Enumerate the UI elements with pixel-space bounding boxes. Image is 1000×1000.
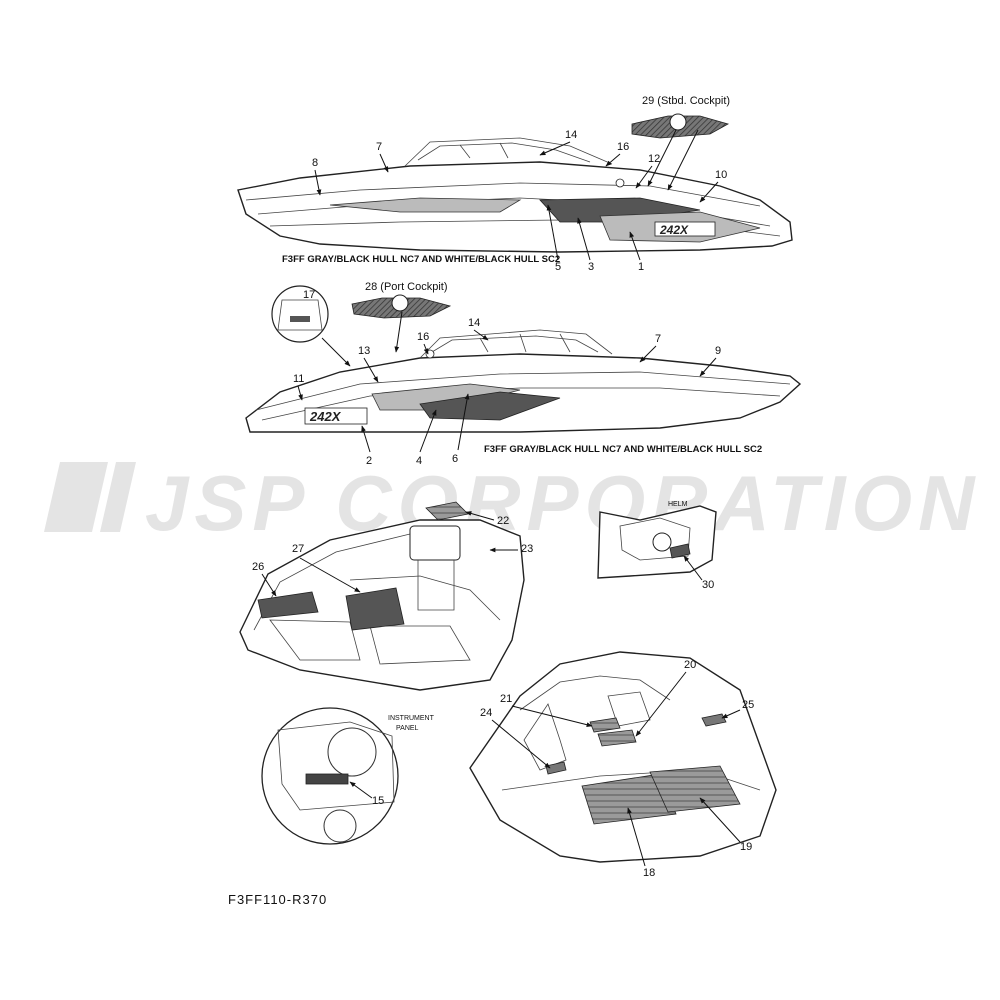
callout-8: 8 <box>312 157 318 169</box>
helm-view: HELM 30 <box>597 501 717 591</box>
stern-decal-20 <box>597 729 637 747</box>
callout-18: 18 <box>643 867 655 879</box>
callout-21: 21 <box>500 693 512 705</box>
callout-24: 24 <box>480 707 492 719</box>
instrument-panel-view: INSTRUMENT PANEL 15 <box>261 707 435 845</box>
callout-3: 3 <box>588 261 594 273</box>
starboard-caption: F3FF GRAY/BLACK HULL NC7 AND WHITE/BLACK… <box>282 254 560 265</box>
starboard-hull-view: 242X <box>237 113 793 253</box>
callout-20: 20 <box>684 659 696 671</box>
callout-26: 26 <box>252 561 264 573</box>
callout-15: 15 <box>372 795 384 807</box>
callout-14: 14 <box>565 129 577 141</box>
stern-callouts: 20 21 24 25 18 19 <box>480 659 754 879</box>
callout-16: 16 <box>617 141 629 153</box>
instrument-badge-15 <box>305 773 349 785</box>
callout-17: 17 <box>303 289 315 301</box>
callout-16: 16 <box>417 331 429 343</box>
callout-11: 11 <box>293 373 304 385</box>
callout-30: 30 <box>702 579 714 591</box>
bow-decal-27 <box>345 587 405 631</box>
callout-10: 10 <box>715 169 727 181</box>
callout-27: 27 <box>292 543 304 555</box>
callout-9: 9 <box>715 345 721 357</box>
callout-4: 4 <box>416 455 422 467</box>
port-model-badge: 242X <box>309 409 342 424</box>
stern-mat-19 <box>649 765 741 813</box>
callout-23: 23 <box>521 543 533 555</box>
callout-19: 19 <box>740 841 752 853</box>
bow-decal-26 <box>257 591 319 619</box>
callout-29: 29 (Stbd. Cockpit) <box>642 95 730 107</box>
bow-callouts: 22 23 27 26 <box>252 511 533 597</box>
stern-decal-21 <box>589 717 621 733</box>
callout-22: 22 <box>497 515 509 527</box>
port-hull-view: 242X <box>245 285 802 433</box>
starboard-model-badge: 242X <box>659 223 689 237</box>
stern-mat-18 <box>581 773 677 825</box>
stern-view <box>469 651 777 863</box>
callout-25: 25 <box>742 699 754 711</box>
callout-14: 14 <box>468 317 480 329</box>
callout-1: 1 <box>638 261 644 273</box>
instrument-label-2: PANEL <box>396 725 419 732</box>
watermark-text: JSP CORPORATION <box>145 459 980 547</box>
callout-6: 6 <box>452 453 458 465</box>
callout-12: 12 <box>648 153 660 165</box>
bow-view <box>239 501 525 691</box>
instrument-label-1: INSTRUMENT <box>388 715 435 722</box>
port-callouts: 28 (Port Cockpit) 17 16 14 7 9 13 11 2 4… <box>293 281 762 467</box>
callout-28: 28 (Port Cockpit) <box>365 281 448 293</box>
watermark: JSP CORPORATION <box>44 459 980 547</box>
helm-label: HELM <box>668 501 688 508</box>
callout-2: 2 <box>366 455 372 467</box>
helm-decal-30 <box>669 543 691 559</box>
diagram-code: F3FF110-R370 <box>228 892 327 907</box>
callout-7: 7 <box>655 333 661 345</box>
callout-5: 5 <box>555 261 561 273</box>
callout-7: 7 <box>376 141 382 153</box>
port-caption: F3FF GRAY/BLACK HULL NC7 AND WHITE/BLACK… <box>484 444 762 455</box>
callout-13: 13 <box>358 345 370 357</box>
starboard-callouts: 29 (Stbd. Cockpit) 14 16 12 10 8 7 5 3 1… <box>282 95 730 273</box>
